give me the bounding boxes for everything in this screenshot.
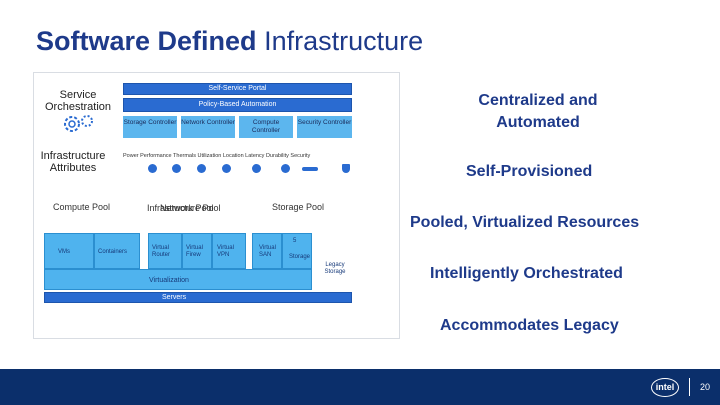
self-service-portal-bar: Self-Service Portal [123,83,352,95]
infra-attr-line2: Attributes [49,162,97,174]
virtual-san-box: Virtual SAN [252,233,282,269]
containers-box: Containers [94,233,140,269]
durability-icon [302,167,318,171]
thermals-icon [197,164,206,173]
power-icon [148,164,157,173]
latency-icon [281,164,290,173]
attributes-line: Power Performance Thermals Utilization L… [123,153,311,159]
legacy-storage-label: Legacy Storage [324,262,346,275]
policy-automation-bar: Policy-Based Automation [123,98,352,112]
infra-attr-line1: Infrastructure [40,150,106,162]
title-bold: Software Defined [36,26,257,56]
servers-bar: Servers [44,292,352,303]
footer-band [0,369,720,405]
feature-pooled: Pooled, Virtualized Resources [410,214,640,231]
virtual-san-label: Virtual SAN [259,245,276,258]
virtual-firewall-label: Virtual Firew [186,245,203,258]
location-icon [252,164,261,173]
object-storage-label: Storage [289,254,311,260]
virtual-firewall-box: Virtual Firew [182,233,212,269]
vms-label: VMs [58,249,70,255]
compute-controller: Compute Controller [239,116,293,138]
virtual-router-label: Virtual Router [152,245,171,258]
virtual-vpn-box: Virtual VPN [212,233,246,269]
network-controller: Network Controller [181,116,235,138]
feature-centralized: Centralized and Automated [478,92,598,131]
security-shield-icon [342,164,350,173]
slide-title: Software Defined Infrastructure [36,26,423,57]
storage-5-label: 5 [293,238,297,244]
infrastructure-pool-label: Infrastructure Pool [147,203,221,213]
service-orchestration-label: Service Orchestration [44,89,112,113]
utilization-icon [222,164,231,173]
storage-controller: Storage Controller [123,116,177,138]
footer-divider [689,378,690,396]
sdi-diagram [33,72,400,339]
virtual-router-box: Virtual Router [148,233,182,269]
security-controller: Security Controller [297,116,352,138]
infrastructure-attributes-label: Infrastructure Attributes [38,150,108,174]
virtual-vpn-label: Virtual VPN [217,245,234,258]
feature-self-provisioned: Self-Provisioned [466,163,593,180]
intel-logo: intel [651,378,679,397]
containers-label: Containers [98,249,128,255]
feature-orchestrated: Intelligently Orchestrated [430,265,623,282]
virtualization-bar: Virtualization [44,269,312,290]
storage-pool-label: Storage Pool [272,202,325,212]
performance-icon [172,164,181,173]
feature-legacy: Accommodates Legacy [440,317,619,334]
vms-box: VMs [44,233,94,269]
object-storage-box: 5 Storage [282,233,312,269]
gears-icon [64,115,93,132]
title-normal: Infrastructure [264,26,424,56]
page-number: 20 [700,382,711,392]
network-pool-label: Network Pool [160,203,214,213]
compute-pool-label: Compute Pool [53,202,111,212]
